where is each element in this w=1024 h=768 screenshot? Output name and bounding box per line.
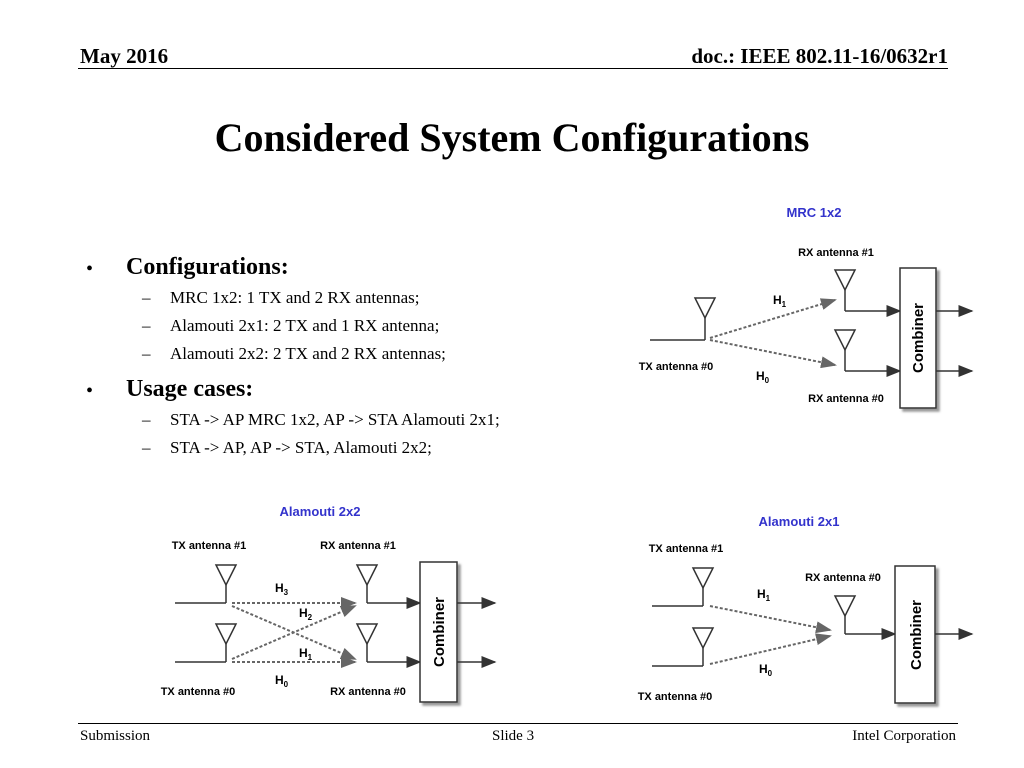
sub-bullet: –STA -> AP MRC 1x2, AP -> STA Alamouti 2… bbox=[142, 410, 500, 429]
sub-bullet: –MRC 1x2: 1 TX and 2 RX antennas; bbox=[142, 288, 420, 307]
ala21-h0-label: H0 bbox=[759, 662, 773, 678]
ala22-h1-label: H1 bbox=[299, 646, 313, 662]
ala22-h3-label: H3 bbox=[275, 581, 289, 597]
ala22-tx1-label: TX antenna #1 bbox=[172, 540, 247, 552]
antenna-icon bbox=[833, 269, 902, 317]
svg-text:Combiner: Combiner bbox=[910, 303, 927, 373]
mrc-rx0-label: RX antenna #0 bbox=[808, 393, 884, 405]
mrc-1x2-diagram: MRC 1x2 RX antenna #1 TX antenna #0 RX a… bbox=[639, 205, 974, 409]
antenna-icon bbox=[652, 567, 715, 607]
bullet-configurations: • Configurations: bbox=[86, 254, 606, 288]
header-rule bbox=[78, 68, 948, 69]
alamouti-2x1-diagram: Alamouti 2x1 TX antenna #1 RX antenna #0… bbox=[638, 514, 974, 704]
bullet-label: Configurations: bbox=[126, 254, 289, 280]
mrc-title: MRC 1x2 bbox=[787, 205, 842, 220]
slide-title: Considered System Configurations bbox=[214, 115, 810, 160]
ala21-title: Alamouti 2x1 bbox=[759, 514, 840, 529]
ala22-h0-label: H0 bbox=[275, 673, 289, 689]
bullet-dot-icon: • bbox=[86, 258, 94, 280]
antenna-icon bbox=[833, 595, 897, 640]
bullet-list: • Configurations: –MRC 1x2: 1 TX and 2 R… bbox=[86, 250, 606, 466]
bullet-dot-icon: • bbox=[86, 380, 94, 402]
mrc-h0-label: H0 bbox=[756, 369, 770, 385]
bullet-usage-cases: • Usage cases: bbox=[86, 376, 606, 410]
footer-rule bbox=[78, 723, 958, 724]
mrc-h1-label: H1 bbox=[773, 293, 787, 309]
header-date: May 2016 bbox=[80, 44, 169, 68]
antenna-icon bbox=[652, 627, 715, 667]
ala22-h2-label: H2 bbox=[299, 606, 313, 622]
ala21-rx0-label: RX antenna #0 bbox=[805, 572, 881, 584]
footer-company: Intel Corporation bbox=[852, 728, 956, 744]
ala22-title: Alamouti 2x2 bbox=[280, 504, 361, 519]
antenna-icon bbox=[175, 564, 238, 604]
mrc-tx0-label: TX antenna #0 bbox=[639, 361, 714, 373]
alamouti-2x2-diagram: Alamouti 2x2 TX antenna #1 RX antenna #1… bbox=[161, 504, 497, 703]
combiner-block: Combiner bbox=[419, 561, 458, 703]
svg-text:Combiner: Combiner bbox=[431, 597, 448, 667]
ala21-h1-label: H1 bbox=[757, 587, 771, 603]
header-doc-id: doc.: IEEE 802.11-16/0632r1 bbox=[691, 44, 948, 68]
mrc-rx1-label: RX antenna #1 bbox=[798, 247, 874, 259]
combiner-block: Combiner bbox=[894, 565, 936, 704]
ala21-tx0-label: TX antenna #0 bbox=[638, 691, 713, 703]
sub-bullet: –Alamouti 2x2: 2 TX and 2 RX antennas; bbox=[142, 344, 446, 363]
footer-slide-number: Slide 3 bbox=[492, 728, 535, 744]
ala22-rx0-label: RX antenna #0 bbox=[330, 686, 406, 698]
antenna-icon bbox=[175, 623, 238, 663]
antenna-icon bbox=[833, 329, 902, 377]
svg-text:Combiner: Combiner bbox=[908, 600, 925, 670]
ala21-tx1-label: TX antenna #1 bbox=[649, 543, 724, 555]
combiner-block: Combiner bbox=[899, 267, 937, 409]
antenna-icon bbox=[355, 564, 422, 609]
ala22-tx0-label: TX antenna #0 bbox=[161, 686, 236, 698]
footer-submission: Submission bbox=[80, 728, 151, 744]
sub-bullet: –STA -> AP, AP -> STA, Alamouti 2x2; bbox=[142, 438, 432, 457]
antenna-icon bbox=[355, 623, 422, 668]
bullet-label: Usage cases: bbox=[126, 376, 254, 402]
sub-bullet: –Alamouti 2x1: 2 TX and 1 RX antenna; bbox=[142, 316, 440, 335]
ala22-rx1-label: RX antenna #1 bbox=[320, 540, 396, 552]
antenna-icon bbox=[693, 297, 717, 340]
